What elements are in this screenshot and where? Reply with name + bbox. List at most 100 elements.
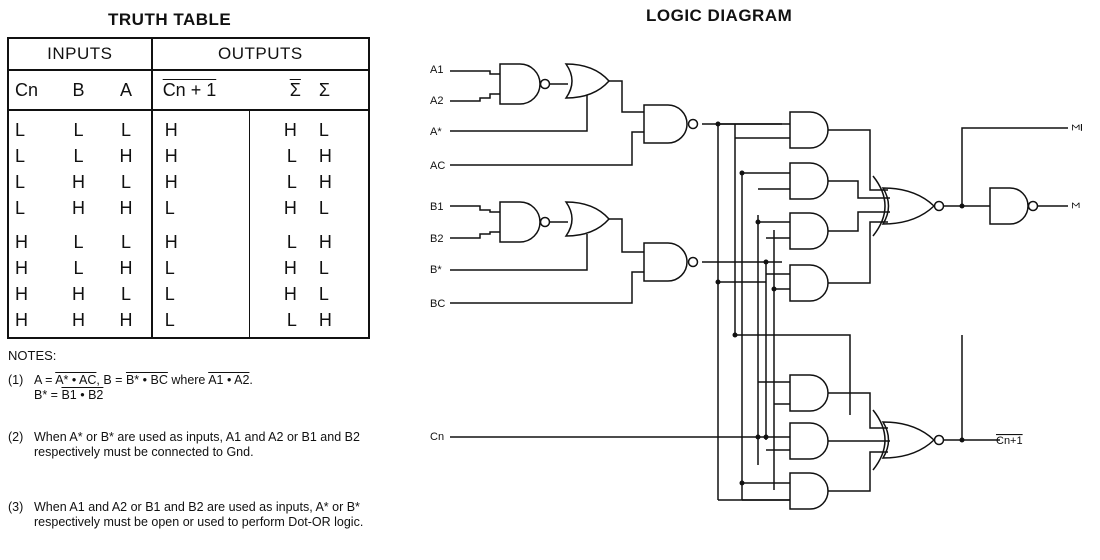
truth-table-cell: H [283, 197, 297, 218]
truth-table-cell: H [283, 119, 297, 140]
label-cn1-out: Cn+1 [996, 435, 1023, 447]
truth-table-cell: L [286, 145, 297, 166]
label-sigma-bar-out: Σ [1069, 124, 1081, 131]
and-gate-sum-2 [789, 162, 829, 200]
truth-table-cell: H [72, 283, 86, 304]
truth-table-cell: H [306, 221, 371, 255]
truth-table-cell: H [72, 171, 86, 192]
truth-table-cell: L [73, 119, 84, 140]
truth-table-cell: H [151, 221, 251, 255]
label-cn: Cn [430, 431, 444, 443]
truth-table-cell: H [283, 257, 297, 278]
inverter-bubble-sum [933, 200, 945, 212]
truth-table-cell: H [72, 197, 86, 218]
truth-table-cell: L [286, 171, 297, 192]
note-2-text: When A* or B* are used as inputs, A1 and… [34, 430, 360, 459]
inputs-group-header: INPUTS [7, 37, 153, 71]
nor-gate-sum-extension [872, 175, 886, 237]
truth-table-cell: L [151, 281, 251, 307]
note-1-a-expr: A* • AC [55, 373, 97, 387]
truth-table-cell: H [55, 307, 102, 339]
inverter-bubble-a [687, 118, 699, 130]
truth-table-cell: H [151, 110, 251, 143]
outputs-group-header: OUTPUTS [150, 37, 371, 71]
junction-dots [715, 121, 965, 486]
label-b2: B2 [430, 233, 443, 245]
truth-table-cell: H [306, 169, 371, 195]
and-gate-sum-1 [789, 111, 829, 149]
truth-table-cell: L [101, 281, 153, 307]
truth-table-cell: H [101, 143, 153, 169]
or-gate-b [564, 201, 611, 237]
label-a2: A2 [430, 95, 443, 107]
note-1-line2: B* = B1 • B2 [8, 388, 368, 403]
nor-gate-carry-extension [872, 409, 886, 471]
truth-table-cell: H [151, 169, 251, 195]
and-gate-sum-4 [789, 264, 829, 302]
label-sigma-out: Σ [1069, 202, 1081, 209]
note-1-line2-lhs: B* = [34, 388, 58, 402]
truth-table-cell: L [101, 221, 153, 255]
wires-carry-and [742, 381, 890, 492]
truth-table-cell: L [101, 110, 153, 143]
col-sigma-bar-header: Σ [249, 69, 307, 111]
nand-gate-sum [989, 187, 1029, 225]
col-b-header: B [55, 69, 102, 111]
label-bc: BC [430, 298, 445, 310]
truth-table-cell: H [101, 307, 153, 339]
truth-table-cell: L [7, 143, 56, 169]
wires-sum-and-inputs [718, 123, 790, 290]
truth-table-cell: L [306, 255, 371, 281]
nand-gate-b [643, 242, 688, 282]
truth-table-cell: H [306, 143, 371, 169]
note-3: (3) When A1 and A2 or B1 and B2 are used… [8, 500, 373, 530]
truth-table-cell: L [151, 195, 251, 221]
and-gate-carry-1 [789, 374, 829, 412]
note-1-where-expr: A1 • A2 [208, 373, 250, 387]
truth-table-cell: L [151, 255, 251, 281]
truth-table-cell: H [101, 195, 153, 221]
wires-b [450, 205, 782, 304]
label-astar: A* [430, 126, 442, 138]
nor-gate-carry [881, 421, 936, 459]
note-3-text: When A1 and A2 or B1 and B2 are used as … [34, 500, 364, 529]
truth-table-cell: H [7, 255, 56, 281]
and-gate-b1 [499, 201, 541, 243]
truth-table-cell: H [7, 221, 56, 255]
truth-table-cell: L [73, 231, 84, 252]
note-1-number: (1) [8, 373, 24, 387]
inverter-bubble-b1 [539, 216, 551, 228]
truth-table-cell: H [151, 143, 251, 169]
and-gate-sum-3 [789, 212, 829, 250]
wire-sum-bar-out [944, 127, 1068, 207]
col-a-header: A [101, 69, 153, 111]
truth-table-cell: L [151, 307, 251, 339]
truth-table-cell: L [73, 145, 84, 166]
col-sigma-header: Σ [306, 69, 371, 111]
col-sigma-bar-text: Σ [289, 79, 301, 100]
label-ac: AC [430, 160, 445, 172]
and-gate-carry-3 [789, 472, 829, 510]
col-cn-header: Cn [7, 69, 56, 111]
col-cn1-header: Cn + 1 [151, 69, 250, 111]
truth-table-cell: L [101, 169, 153, 195]
note-1-b: , B = [96, 373, 123, 387]
label-a1: A1 [430, 64, 443, 76]
truth-table-cell: H [7, 281, 56, 307]
inverter-bubble-sum-out [1027, 200, 1039, 212]
truth-table-cell: L [249, 307, 307, 339]
note-2: (2) When A* or B* are used as inputs, A1… [8, 430, 373, 460]
nor-gate-sum [881, 187, 936, 225]
note-1-b-expr: B* • BC [125, 373, 168, 387]
truth-table-cell: H [306, 307, 371, 339]
note-2-number: (2) [8, 430, 24, 444]
note-1-line2-expr: B1 • B2 [61, 388, 104, 402]
wires-sum-and-outputs [828, 129, 890, 284]
note-3-number: (3) [8, 500, 24, 514]
